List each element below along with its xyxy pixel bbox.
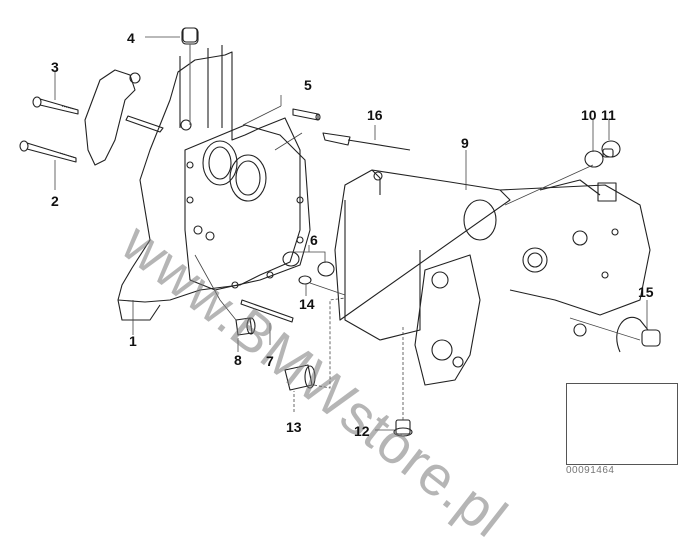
callout-8[interactable]: 8: [234, 352, 242, 368]
sensor-15: [616, 316, 661, 353]
parts-diagram: www.BMWstore.pl 4 3 2 1 5 16 9 10 11 6 1…: [19, 27, 678, 549]
dowel-6b: [317, 261, 335, 277]
callout-4[interactable]: 4: [127, 30, 135, 46]
callout-13[interactable]: 13: [286, 419, 302, 435]
diagram-drawing: [19, 27, 673, 461]
callout-1[interactable]: 1: [129, 333, 137, 349]
front-housing: [84, 27, 311, 321]
callout-2[interactable]: 2: [51, 193, 59, 209]
callout-12[interactable]: 12: [354, 423, 370, 439]
bush-13: [284, 364, 316, 391]
rod-7: [240, 299, 294, 323]
callout-7[interactable]: 7: [266, 353, 274, 369]
callout-10[interactable]: 10: [581, 107, 597, 123]
seal-10: [584, 150, 604, 168]
cap-4: [181, 27, 199, 125]
plug-12: [393, 419, 413, 437]
pin-5: [292, 108, 321, 121]
callout-9[interactable]: 9: [461, 135, 469, 151]
part-code: 00091464: [566, 465, 615, 476]
callout-6[interactable]: 6: [310, 232, 318, 248]
plug-11: [601, 140, 621, 158]
callout-15[interactable]: 15: [638, 284, 654, 300]
bolt-3: [32, 96, 79, 115]
callout-5[interactable]: 5: [304, 77, 312, 93]
bolt-2: [19, 140, 77, 163]
bush-8: [235, 317, 256, 336]
callout-11[interactable]: 11: [601, 107, 616, 123]
rear-housing: [334, 169, 651, 386]
dowel-14: [298, 275, 312, 285]
leader-lines: [54, 36, 648, 431]
callout-16[interactable]: 16: [367, 107, 383, 123]
callout-14[interactable]: 14: [299, 296, 315, 312]
plate-16: [322, 132, 411, 151]
vehicle-inset: [566, 383, 678, 465]
callout-3[interactable]: 3: [51, 59, 59, 75]
